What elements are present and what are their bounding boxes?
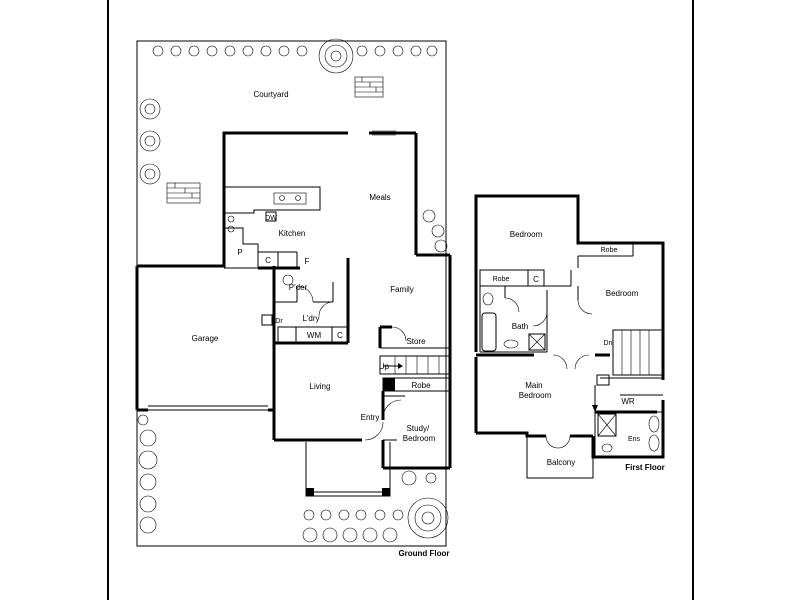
room-label-kitchen: Kitchen xyxy=(279,229,306,238)
garden-shrubs-top xyxy=(152,45,438,57)
label-robe-left: Robe xyxy=(493,276,510,283)
study-label-line-2: Bedroom xyxy=(403,434,436,443)
label-wm: WM xyxy=(307,331,322,340)
label-stairs-up: Up xyxy=(379,362,390,371)
label-dw: DW xyxy=(265,215,277,222)
main-bedroom-label-line-1: Main xyxy=(525,381,542,390)
dishwasher-icon xyxy=(265,211,277,222)
room-label-robe: Robe xyxy=(411,381,431,390)
label-cupboard-first: C xyxy=(533,275,539,284)
room-label-study: Study/ Bedroom xyxy=(403,424,436,443)
front-porch xyxy=(305,442,391,497)
laundry-block xyxy=(261,258,350,345)
room-label-garage: Garage xyxy=(192,334,219,343)
room-label-store: Store xyxy=(406,337,426,346)
robe-cupboard-block xyxy=(479,269,572,353)
label-robe-top: Robe xyxy=(601,247,618,254)
garden-shrubs-left xyxy=(137,98,161,534)
first-floor-label: First Floor xyxy=(625,463,665,472)
stair-icon xyxy=(379,355,451,375)
label-dryer: Dr xyxy=(275,318,283,325)
first-floor-stair xyxy=(592,329,664,412)
bath-tub-icon xyxy=(481,312,497,352)
toilet-icon xyxy=(601,443,613,453)
first-floor-plan: Bedroom Robe Robe C Bedroom Bath Dn Main… xyxy=(474,194,665,479)
main-bedroom-label-line-2: Bedroom xyxy=(519,391,552,400)
stair-store-block xyxy=(364,325,451,441)
first-floor-walls xyxy=(474,194,665,459)
paving-icon-top xyxy=(354,76,384,98)
room-label-ens: Ens xyxy=(628,436,641,443)
tree-icon-courtyard xyxy=(318,38,354,74)
room-label-meals: Meals xyxy=(369,193,390,202)
dryer-box xyxy=(261,314,273,326)
trough-icon xyxy=(277,326,297,344)
room-label-bath: Bath xyxy=(512,322,528,331)
label-cupboard-laundry: C xyxy=(337,331,343,340)
toilet-icon xyxy=(282,274,294,286)
ground-floor-plan: Courtyard Meals Kitchen DW P C F P'der F… xyxy=(135,38,452,558)
label-cupboard-kitchen: C xyxy=(265,256,271,265)
room-label-powder: P'der xyxy=(289,283,308,292)
room-label-balcony: Balcony xyxy=(547,458,575,467)
garden-shrubs-bottom xyxy=(302,497,449,543)
sink-icon xyxy=(227,215,235,223)
label-stairs-down: Dn xyxy=(604,340,613,347)
room-label-main-bedroom: Main Bedroom xyxy=(519,381,552,400)
cooktop-icon xyxy=(273,192,307,205)
label-pantry: P xyxy=(237,248,242,257)
balcony-outline xyxy=(526,435,594,479)
room-label-family: Family xyxy=(390,285,414,294)
kitchen-joinery xyxy=(224,186,321,270)
paving-icon-left xyxy=(166,182,201,204)
study-label-line-1: Study/ xyxy=(407,424,430,433)
room-label-entry: Entry xyxy=(361,413,380,422)
ground-floor-label: Ground Floor xyxy=(398,549,449,558)
toilet-icon xyxy=(482,292,494,306)
room-label-living: Living xyxy=(310,382,331,391)
room-label-bedroom-2: Bedroom xyxy=(606,289,639,298)
basin-icon xyxy=(503,339,519,349)
room-label-bedroom-1: Bedroom xyxy=(510,230,543,239)
room-label-courtyard: Courtyard xyxy=(253,90,288,99)
ensuite-block xyxy=(594,394,663,457)
room-label-wr: WR xyxy=(621,397,635,406)
label-fridge: F xyxy=(305,257,310,266)
garden-shrubs-right xyxy=(401,209,448,486)
room-label-laundry: L'dry xyxy=(302,314,319,323)
